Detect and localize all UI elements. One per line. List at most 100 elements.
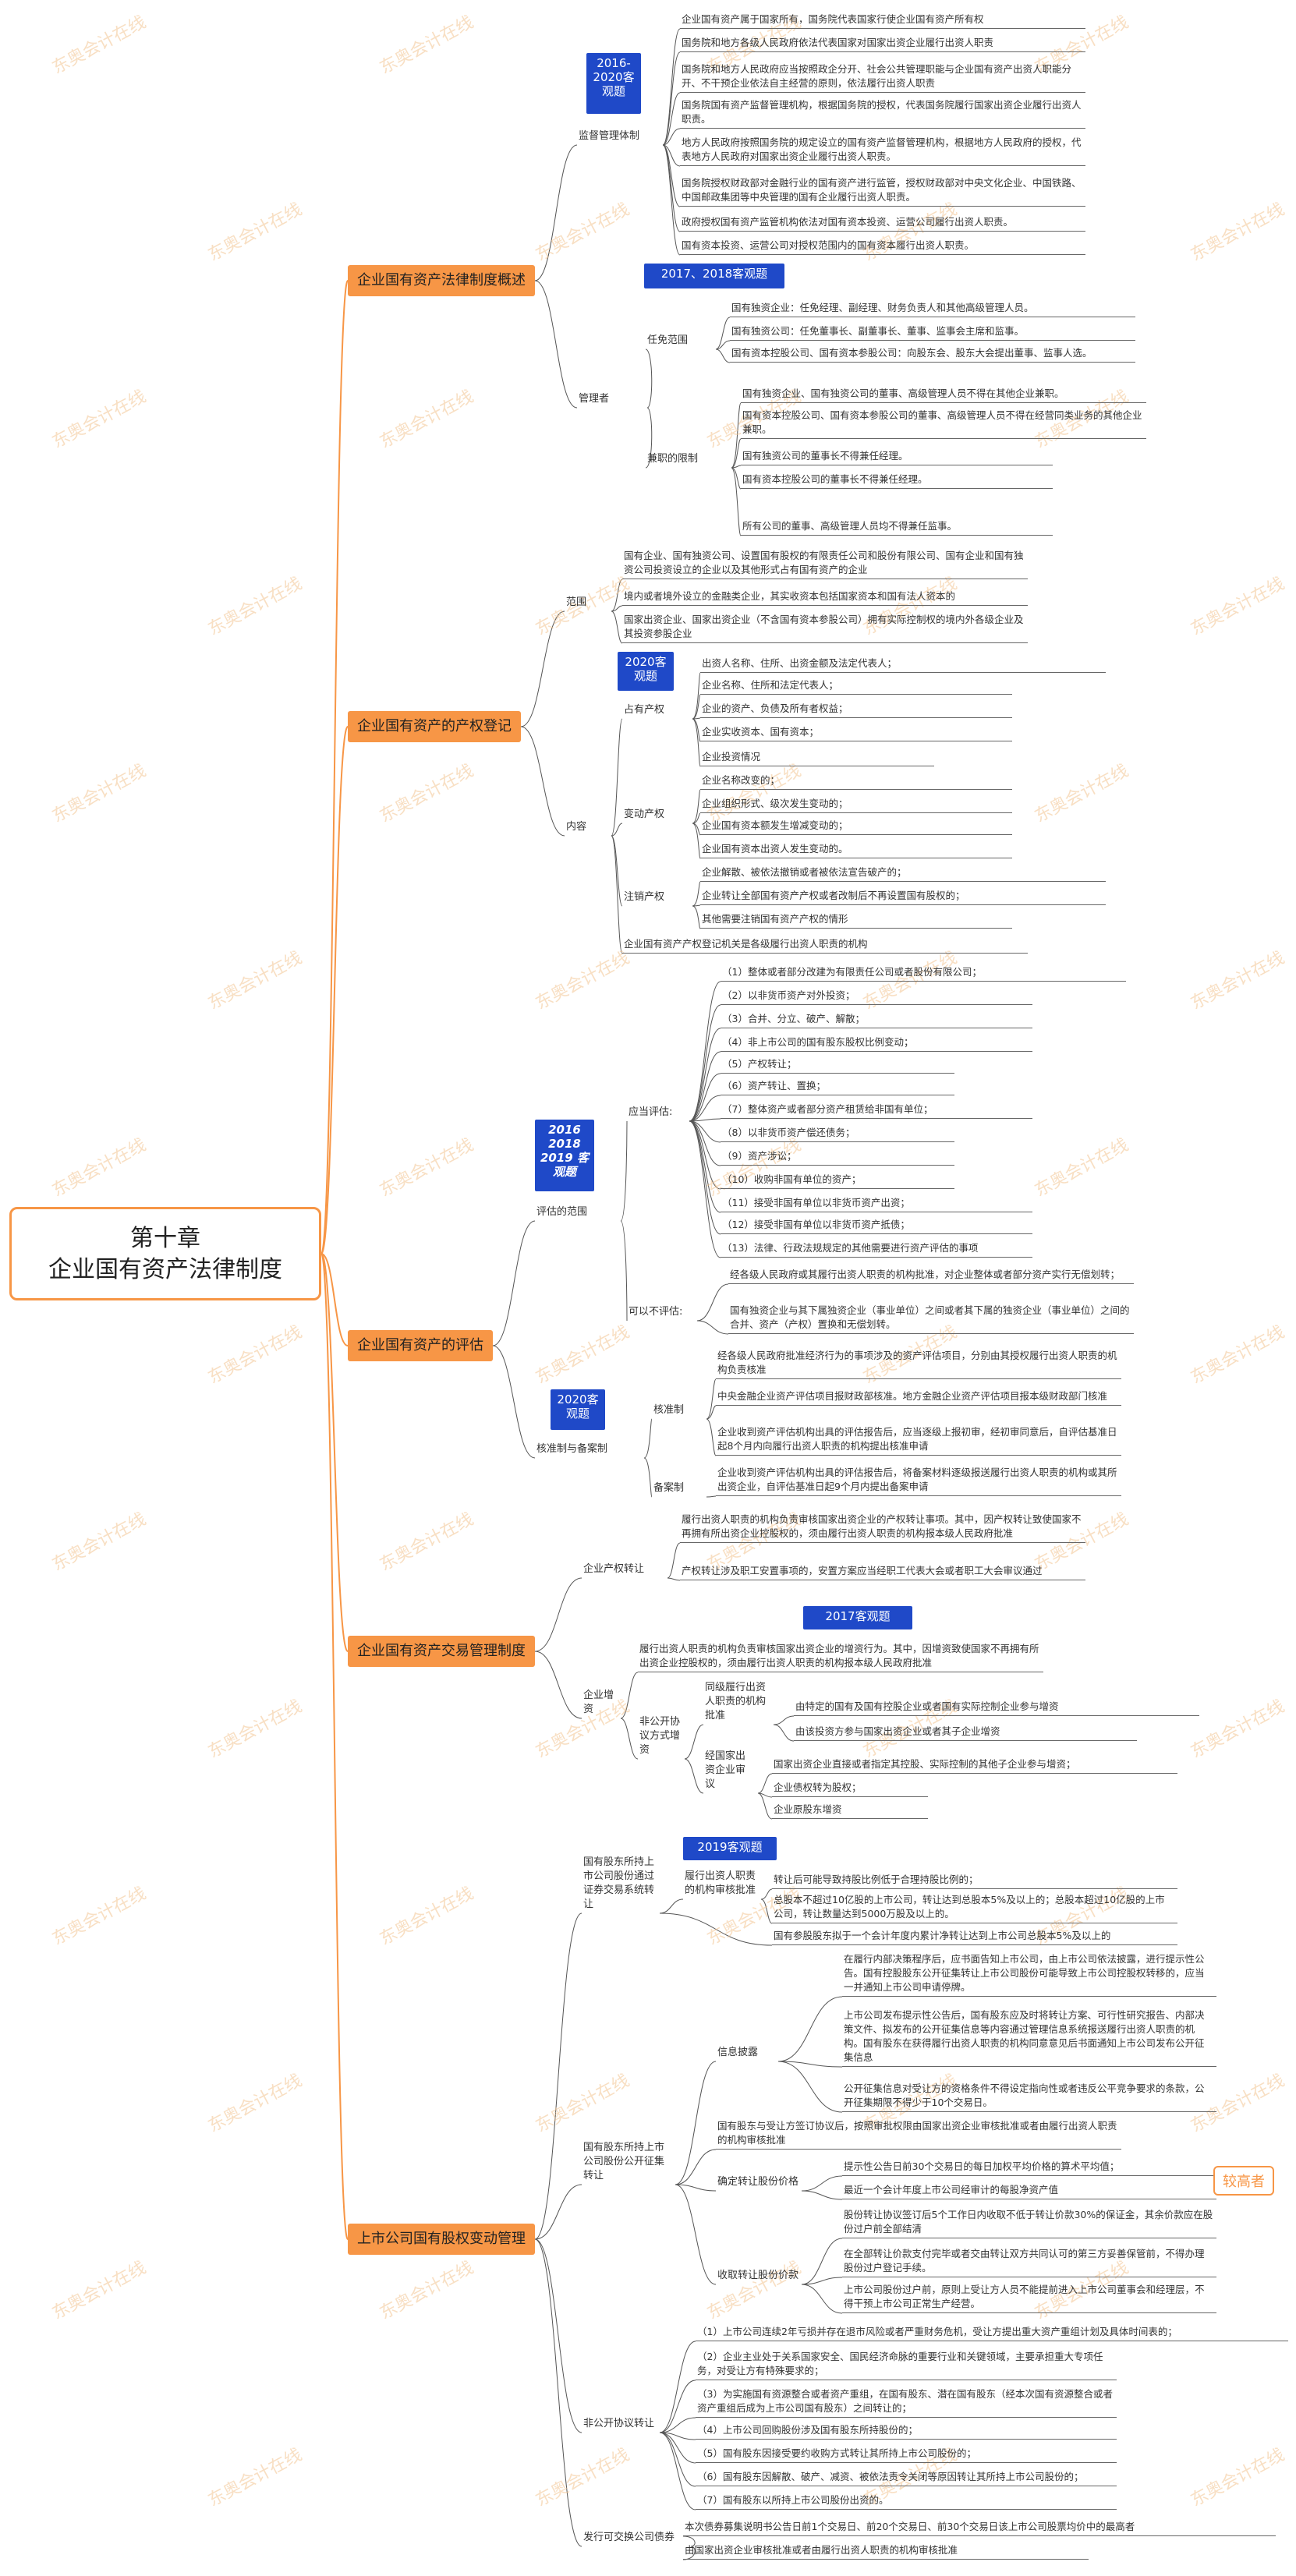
- leaf-node-e4[interactable]: 由特定的国有及国有控股企业或者国有实际控制企业参与增资: [794, 1700, 1199, 1716]
- branch-node-xxpl[interactable]: 信息披露: [717, 2047, 759, 2058]
- leaf-node-d7[interactable]: （7）整体资产或者部分资产租赁给非国有单位；: [721, 1102, 1032, 1119]
- branch-node-qyzz[interactable]: 企业增资: [583, 1690, 614, 1715]
- branch-node-zxcq[interactable]: 注销产权: [624, 891, 665, 903]
- leaf-node-e7[interactable]: 企业债权转为股权；: [772, 1781, 928, 1797]
- leaf-node-a1[interactable]: 企业国有资产属于国家所有，国务院代表国家行使企业国有资产所有权: [680, 12, 1085, 29]
- leaf-node-b1[interactable]: 国有独资企业：任免经理、副经理、财务负责人和其他高级管理人员。: [730, 301, 1135, 317]
- branch-node-jzxz[interactable]: 兼职的限制: [647, 453, 699, 465]
- leaf-node-d15[interactable]: 国有独资企业与其下属独资企业（事业单位）之间或者其下属的独资企业（事业单位）之间…: [728, 1304, 1134, 1334]
- branch-node-pgfw[interactable]: 评估的范围: [536, 1206, 588, 1218]
- branch-node-kybpg[interactable]: 可以不评估:: [629, 1306, 683, 1318]
- leaf-node-g5[interactable]: （5）国有股东因接受要约收购方式转让其所持上市公司股份的；: [696, 2447, 1117, 2463]
- leaf-node-c5[interactable]: 企业名称、住所和法定代表人；: [700, 678, 1012, 695]
- branch-node-lxcz[interactable]: 履行出资人职责的机构审核批准: [685, 1870, 756, 1896]
- branch-node-sqzr[interactable]: 收取转让股份价款: [717, 2270, 799, 2281]
- leaf-node-f7[interactable]: 国有股东与受让方签订协议后，按照审批权限由国家出资企业审核批准或者由履行出资人职…: [716, 2119, 1121, 2150]
- leaf-node-d18[interactable]: 企业收到资产评估机构出具的评估报告后，应当逐级上报初审，经初审同意后，自评估基准…: [716, 1425, 1121, 1456]
- leaf-node-b2[interactable]: 国有独资公司：任免董事长、副董事长、董事、监事会主席和监事。: [730, 324, 1135, 341]
- leaf-node-f4[interactable]: 在履行内部决策程序后，应书面告知上市公司，由上市公司依法披露，进行提示性公告。国…: [842, 1952, 1216, 1997]
- leaf-node-e2[interactable]: 产权转让涉及职工安置事项的，安置方案应当经职工代表大会或者职工大会审议通过: [680, 1564, 1085, 1580]
- leaf-node-f10[interactable]: 股份转让协议签订后5个工作日内收取不低于转让价款30%的保证金，其余价款应在股份…: [842, 2208, 1216, 2238]
- leaf-node-f11[interactable]: 在全部转让价款支付完毕或者交由转让双方共同认可的第三方妥善保管前，不得办理股份过…: [842, 2247, 1216, 2277]
- leaf-node-c3[interactable]: 国家出资企业、国家出资企业（不含国有资本参股公司）拥有实际控制权的境内外各级企业…: [622, 613, 1028, 643]
- leaf-node-c2[interactable]: 境内或者境外设立的金融类企业，其实收资本包括国家资本和国有法人资本的: [622, 589, 1028, 606]
- leaf-node-f5[interactable]: 上市公司发布提示性公告后，国有股东应及时将转让方案、可行性研究报告、内部决策文件…: [842, 2008, 1216, 2067]
- leaf-node-e6[interactable]: 国家出资企业直接或者指定其控股、实际控制的其他子企业参与增资；: [772, 1757, 1177, 1774]
- leaf-node-d17[interactable]: 中央金融企业资产评估项目报财政部核准。地方金融企业资产评估项目报本级财政部门核准: [716, 1389, 1121, 1406]
- leaf-node-d11[interactable]: （11）接受非国有单位以非货币资产出资；: [721, 1196, 1032, 1212]
- leaf-node-d10[interactable]: （10）收购非国有单位的资产；: [721, 1173, 954, 1189]
- category-node-cat3[interactable]: 企业国有资产交易管理制度: [348, 1636, 535, 1667]
- leaf-node-d9[interactable]: （9）资产涉讼；: [721, 1149, 954, 1166]
- leaf-node-d14[interactable]: 经各级人民政府或其履行出资人职责的机构批准，对企业整体或者部分资产实行无偿划转；: [728, 1268, 1134, 1284]
- leaf-node-g7[interactable]: （7）国有股东以所持上市公司股份出资的。: [696, 2493, 1117, 2510]
- leaf-node-b7[interactable]: 国有资本控股公司的董事长不得兼任经理。: [741, 472, 1053, 489]
- leaf-node-f9[interactable]: 最近一个会计年度上市公司经审计的每股净资产值: [842, 2183, 1216, 2199]
- category-node-cat4[interactable]: 上市公司国有股权变动管理: [348, 2224, 535, 2255]
- leaf-node-c13[interactable]: 企业解散、被依法撤销或者被依法宣告破产的；: [700, 865, 1106, 882]
- root-node[interactable]: 第十章 企业国有资产法律制度: [9, 1207, 321, 1300]
- leaf-node-c11[interactable]: 企业国有资本额发生增减变动的；: [700, 819, 1012, 835]
- leaf-node-g1[interactable]: （1）上市公司连续2年亏损并存在退市风险或者严重财务危机，受让方提出重大资产重组…: [696, 2325, 1288, 2341]
- category-node-cat0[interactable]: 企业国有资产法律制度概述: [348, 265, 535, 296]
- leaf-node-d3[interactable]: （3）合并、分立、破产、解散；: [721, 1012, 1032, 1028]
- category-node-cat2[interactable]: 企业国有资产的评估: [348, 1330, 493, 1361]
- branch-node-jgtz[interactable]: 监督管理体制: [579, 130, 640, 142]
- branch-node-glz[interactable]: 管理者: [579, 393, 610, 405]
- category-node-cat1[interactable]: 企业国有资产的产权登记: [348, 711, 521, 742]
- branch-node-jgj[interactable]: 经国家出资企业审议: [705, 1750, 746, 1790]
- leaf-node-f1[interactable]: 转让后可能导致持股比例低于合理持股比例的；: [772, 1873, 1177, 1889]
- leaf-node-d6[interactable]: （6）资产转让、置换；: [721, 1079, 954, 1095]
- leaf-node-d5[interactable]: （5）产权转让；: [721, 1057, 954, 1074]
- branch-node-tyl[interactable]: 同级履行出资人职责的机构批准: [705, 1682, 767, 1721]
- leaf-node-c7[interactable]: 企业实收资本、国有资本；: [700, 725, 1012, 741]
- leaf-node-c14[interactable]: 企业转让全部国有资产产权或者改制后不再设置国有股权的；: [700, 889, 1106, 905]
- leaf-node-c8[interactable]: 企业投资情况: [700, 750, 934, 766]
- leaf-node-f8[interactable]: 提示性公告日前30个交易日的每日加权平均价格的算术平均值；: [842, 2160, 1216, 2176]
- leaf-node-a3[interactable]: 国务院和地方人民政府应当按照政企分开、社会公共管理职能与企业国有资产出资人职能分…: [680, 62, 1085, 93]
- leaf-node-h2[interactable]: 由国家出资企业审核批准或者由履行出资人职责的机构审核批准: [683, 2543, 1089, 2560]
- leaf-node-b5[interactable]: 国有资本控股公司、国有资本参股公司的董事、高级管理人员不得在经营同类业务的其他企…: [741, 409, 1146, 439]
- leaf-node-c1[interactable]: 国有企业、国有独资公司、设置国有股权的有限责任公司和股份有限公司、国有企业和国有…: [622, 549, 1028, 579]
- branch-node-cqzr[interactable]: 企业产权转让: [583, 1563, 645, 1575]
- branch-node-rmfw[interactable]: 任免范围: [647, 334, 689, 346]
- leaf-node-f2[interactable]: 总股本不超过10亿股的上市公司，转让达到总股本5%及以上的；总股本超过10亿股的…: [772, 1893, 1177, 1923]
- branch-node-fxkh[interactable]: 发行可交换公司债券: [583, 2532, 675, 2543]
- leaf-node-a2[interactable]: 国务院和地方各级人民政府依法代表国家对国家出资企业履行出资人职责: [680, 36, 1085, 52]
- leaf-node-d1[interactable]: （1）整体或者部分改建为有限责任公司或者股份有限公司；: [721, 965, 1126, 982]
- branch-node-baz[interactable]: 备案制: [653, 1482, 685, 1494]
- branch-node-zycq[interactable]: 占有产权: [624, 704, 665, 716]
- leaf-node-d8[interactable]: （8）以非货币资产偿还债务；: [721, 1126, 954, 1142]
- leaf-node-c9[interactable]: 企业名称改变的；: [700, 773, 1012, 790]
- leaf-node-a7[interactable]: 政府授权国有资产监管机构依法对国有资本投资、运营公司履行出资人职责。: [680, 215, 1085, 232]
- leaf-node-b8[interactable]: 所有公司的董事、高级管理人员均不得兼任监事。: [741, 519, 1053, 536]
- leaf-node-e8[interactable]: 企业原股东增资: [772, 1803, 928, 1819]
- leaf-node-c4[interactable]: 出资人名称、住所、出资金额及法定代表人；: [700, 656, 1106, 673]
- leaf-node-c15[interactable]: 其他需要注销国有资产产权的情形: [700, 912, 1012, 929]
- branch-node-bdcq[interactable]: 变动产权: [624, 809, 665, 820]
- branch-node-fgkxy[interactable]: 非公开协议转让: [583, 2418, 655, 2429]
- leaf-node-g4[interactable]: （4）上市公司回购股份涉及国有股东所持股份的；: [696, 2423, 1117, 2440]
- leaf-node-b3[interactable]: 国有资本控股公司、国有资本参股公司：向股东会、股东大会提出董事、监事人选。: [730, 346, 1135, 363]
- branch-node-fgk[interactable]: 非公开协议方式增资: [639, 1716, 681, 1756]
- leaf-node-c12[interactable]: 企业国有资本出资人发生变动的。: [700, 842, 1012, 858]
- leaf-node-e3[interactable]: 履行出资人职责的机构负责审核国家出资企业的增资行为。其中，因增资致使国家不再拥有…: [638, 1642, 1043, 1672]
- branch-node-tgjy[interactable]: 国有股东所持上市公司股份通过证券交易系统转让: [583, 1856, 655, 1910]
- leaf-node-d16[interactable]: 经各级人民政府批准经济行为的事项涉及的资产评估项目，分别由其授权履行出资人职责的…: [716, 1349, 1121, 1379]
- branch-node-gkzj[interactable]: 国有股东所持上市公司股份公开征集转让: [583, 2142, 665, 2181]
- leaf-node-f3[interactable]: 国有参股股东拟于一个会计年度内累计净转让达到上市公司总股本5%及以上的: [772, 1929, 1177, 1945]
- leaf-node-c16[interactable]: 企业国有资产产权登记机关是各级履行出资人职责的机构: [622, 937, 1028, 954]
- leaf-node-g3[interactable]: （3）为实施国有资源整合或者资产重组，在国有股东、潜在国有股东（经本次国有资源整…: [696, 2387, 1117, 2418]
- branch-node-ydpg[interactable]: 应当评估:: [629, 1106, 673, 1118]
- branch-node-fw[interactable]: 范围: [566, 596, 587, 608]
- leaf-node-b4[interactable]: 国有独资企业、国有独资公司的董事、高级管理人员不得在其他企业兼职。: [741, 387, 1146, 403]
- branch-node-qdjg[interactable]: 确定转让股份价格: [717, 2176, 799, 2188]
- leaf-node-f12[interactable]: 上市公司股份过户前，原则上受让方人员不能提前进入上市公司董事会和经理层，不得干预…: [842, 2283, 1216, 2313]
- leaf-node-d13[interactable]: （13）法律、行政法规规定的其他需要进行资产评估的事项: [721, 1241, 1032, 1258]
- leaf-node-a8[interactable]: 国有资本投资、运营公司对授权范围内的国有资本履行出资人职责。: [680, 239, 1085, 255]
- leaf-node-b6[interactable]: 国有独资公司的董事长不得兼任经理。: [741, 449, 1053, 465]
- leaf-node-d12[interactable]: （12）接受非国有单位以非货币资产抵债；: [721, 1218, 1032, 1234]
- branch-node-hzz[interactable]: 核准制: [653, 1404, 685, 1416]
- leaf-node-g6[interactable]: （6）国有股东因解散、破产、减资、被依法责令关闭等原因转让其所持上市公司股份的；: [696, 2470, 1117, 2486]
- leaf-node-e5[interactable]: 由该投资方参与国家出资企业或者其子企业增资: [794, 1725, 1137, 1741]
